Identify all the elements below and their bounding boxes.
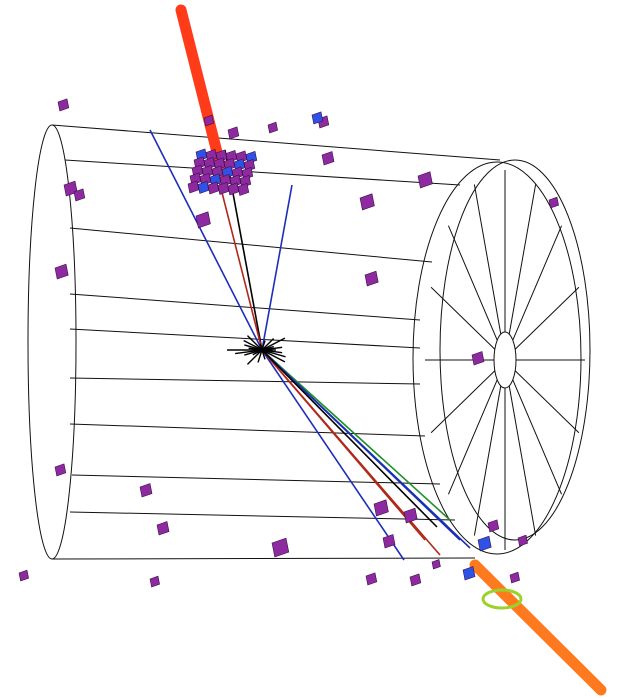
calo-cell: [195, 211, 211, 229]
calo-cell: [156, 521, 170, 536]
calo-cell: [373, 499, 389, 517]
calo-cell: [18, 569, 29, 582]
track: [214, 164, 263, 351]
track: [149, 129, 263, 351]
calo-cell: [382, 534, 396, 549]
track: [261, 349, 426, 541]
jet-lower: [469, 559, 607, 696]
jets: [175, 4, 607, 696]
calo-cell: [149, 575, 160, 588]
calo-cell: [321, 151, 335, 166]
endcap-spoke: [514, 286, 580, 350]
vertex-ray: [257, 349, 263, 363]
track: [261, 349, 471, 549]
collision-vertex: [227, 335, 286, 365]
calo-cell: [241, 166, 254, 180]
calo-cell: [471, 351, 485, 366]
jet-upper: [175, 4, 228, 178]
vertex-ray: [246, 349, 263, 365]
endcap-spoke: [473, 385, 502, 536]
calo-cell: [207, 181, 220, 195]
calo-cell: [267, 121, 278, 134]
endcap-outer-rim: [412, 161, 582, 555]
calo-cell: [245, 150, 258, 164]
calo-cell: [271, 537, 290, 558]
calo-cell: [139, 483, 153, 498]
vertex-ray: [261, 349, 286, 358]
calorimeter-hits-blue: [311, 111, 492, 581]
calo-cell: [227, 126, 240, 140]
calo-cell: [57, 98, 70, 112]
calo-cell: [187, 180, 200, 194]
endcap-spoke: [430, 370, 496, 434]
calorimeter-cluster-upper: [187, 148, 258, 196]
calo-cell: [365, 572, 378, 586]
endcap-spoke: [430, 286, 496, 350]
track: [261, 349, 438, 528]
endcap-inner-hub: [493, 331, 517, 389]
barrel-slices: [64, 159, 461, 521]
endcap-spoke: [512, 379, 563, 495]
calo-cell: [243, 158, 256, 172]
calo-cell: [197, 180, 210, 194]
vertex-ray: [261, 340, 266, 351]
endcap-spokes: [425, 170, 585, 550]
detector-endcap: [412, 159, 591, 555]
calo-cell: [54, 263, 69, 280]
calo-cell: [203, 114, 214, 127]
barrel-bottom-edge: [51, 557, 476, 560]
vertex-ray: [261, 346, 283, 351]
endcap-spoke: [447, 225, 498, 341]
vertex-ray: [246, 335, 263, 351]
endcap-spoke: [514, 370, 580, 434]
calo-cell: [54, 463, 67, 477]
calo-cell: [431, 559, 441, 570]
vertex-ray: [261, 338, 275, 351]
track: [261, 349, 405, 561]
calo-cell: [403, 507, 418, 524]
calo-cell: [417, 171, 433, 189]
endcap-spoke: [473, 184, 502, 335]
vertex-ray: [261, 337, 286, 351]
endcap-spoke: [508, 385, 537, 536]
calo-cell: [239, 174, 252, 188]
calo-cell: [487, 519, 500, 533]
calo-cell-blue: [462, 566, 476, 581]
calo-cell: [409, 573, 422, 587]
calo-cell-blue: [311, 111, 324, 125]
calo-cell: [509, 571, 520, 584]
calo-cell: [227, 182, 240, 196]
endcap-spoke: [512, 225, 563, 341]
endcap-outer-rim-back: [439, 159, 591, 541]
vertex-ray: [243, 339, 263, 351]
detector-barrel: [27, 124, 501, 560]
barrel-top-edge: [51, 124, 501, 161]
tracks: [149, 129, 471, 561]
endcap-spoke: [447, 379, 498, 495]
calo-cell: [548, 196, 559, 209]
calorimeter-hits-scattered: [18, 98, 559, 588]
endcap-spoke: [508, 184, 537, 335]
muon-ring: [481, 588, 523, 610]
track: [261, 349, 451, 521]
calo-cell: [364, 270, 379, 287]
track: [261, 184, 293, 351]
calo-cell-blue: [477, 535, 492, 552]
calo-cell: [517, 534, 528, 547]
vertex-ray: [261, 349, 266, 360]
calo-cell: [73, 188, 86, 202]
calo-cell: [359, 193, 375, 211]
vertex-ray: [261, 349, 286, 363]
calo-cell: [237, 182, 250, 196]
